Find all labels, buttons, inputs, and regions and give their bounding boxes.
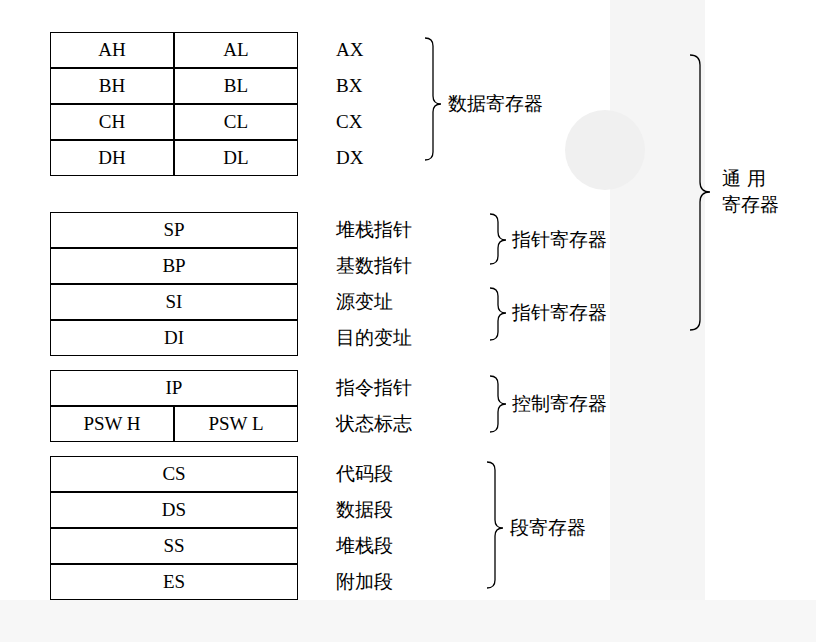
register-cell: AH: [50, 32, 174, 68]
register-name: PSW L: [208, 414, 263, 435]
register-cell: AL: [174, 32, 298, 68]
register-name: AL: [223, 40, 248, 61]
register-name: IP: [166, 378, 183, 399]
register-annotation: 指针寄存器: [512, 300, 607, 326]
register-annotation: 数据寄存器: [448, 91, 543, 117]
register-annotation: 状态标志: [336, 411, 412, 437]
register-annotation: 控制寄存器: [512, 391, 607, 417]
register-name: DL: [223, 148, 248, 169]
register-cell: BH: [50, 68, 174, 104]
register-pair-name: DX: [336, 145, 363, 171]
register-cell: CS: [50, 456, 298, 492]
register-name: SS: [163, 536, 184, 557]
register-pair-name: BX: [336, 73, 362, 99]
register-name: BL: [224, 76, 248, 97]
register-annotation: 堆栈指针: [336, 217, 412, 243]
register-name: CH: [99, 112, 125, 133]
brace: [425, 38, 441, 160]
register-name: BP: [162, 256, 185, 277]
brace: [487, 462, 503, 588]
register-cell: SI: [50, 284, 298, 320]
register-name: BH: [99, 76, 125, 97]
brace: [490, 376, 506, 432]
register-cell: DS: [50, 492, 298, 528]
clock-watermark: [565, 110, 645, 190]
register-name: DS: [162, 500, 186, 521]
register-annotation: 段寄存器: [510, 515, 586, 541]
brace: [690, 55, 710, 330]
register-cell: DL: [174, 140, 298, 176]
register-cell: DI: [50, 320, 298, 356]
register-cell: DH: [50, 140, 174, 176]
register-cell: IP: [50, 370, 298, 406]
brace: [490, 288, 506, 340]
register-cell: PSW L: [174, 406, 298, 442]
tower-watermark: [610, 0, 705, 642]
register-cell: SP: [50, 212, 298, 248]
register-annotation: 指针寄存器: [512, 227, 607, 253]
register-annotation: 通 用 寄存器: [722, 166, 780, 217]
register-annotation: 附加段: [336, 569, 393, 595]
register-cell: PSW H: [50, 406, 174, 442]
register-annotation: 目的变址: [336, 325, 412, 351]
register-cell: BL: [174, 68, 298, 104]
register-name: ES: [163, 572, 185, 593]
register-cell: ES: [50, 564, 298, 600]
register-name: SP: [163, 220, 184, 241]
brace: [490, 214, 506, 264]
register-name: DI: [164, 328, 184, 349]
register-annotation: 源变址: [336, 289, 393, 315]
register-annotation: 堆栈段: [336, 533, 393, 559]
register-cell: CL: [174, 104, 298, 140]
register-name: CL: [224, 112, 248, 133]
register-annotation: 代码段: [336, 461, 393, 487]
register-name: DH: [98, 148, 125, 169]
register-name: SI: [166, 292, 183, 313]
register-cell: CH: [50, 104, 174, 140]
register-pair-name: AX: [336, 37, 363, 63]
register-name: CS: [162, 464, 185, 485]
register-name: AH: [98, 40, 125, 61]
register-cell: SS: [50, 528, 298, 564]
register-annotation: 基数指针: [336, 253, 412, 279]
building-watermark: [0, 600, 816, 642]
register-annotation: 数据段: [336, 497, 393, 523]
register-cell: BP: [50, 248, 298, 284]
register-pair-name: CX: [336, 109, 362, 135]
register-annotation: 指令指针: [336, 375, 412, 401]
register-name: PSW H: [83, 414, 140, 435]
